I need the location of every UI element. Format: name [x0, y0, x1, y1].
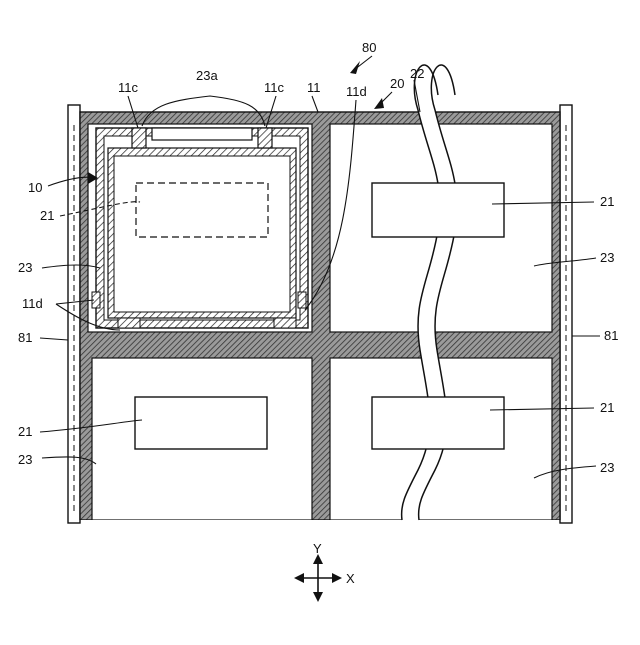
ref-11d-top: 11d — [346, 84, 367, 99]
battery-cross-section — [92, 128, 308, 328]
ref-11: 11 — [307, 80, 321, 95]
ref-21-cell3: 21 — [18, 424, 32, 439]
label-plate-cell2 — [372, 183, 504, 237]
ref-80: 80 — [362, 40, 376, 55]
arrow-left-icon — [294, 573, 304, 583]
ref-11c-left: 11c — [118, 80, 138, 95]
arrow-right-icon — [332, 573, 342, 583]
side-plate-right — [560, 105, 572, 523]
ref-11c-right: 11c — [264, 80, 284, 95]
ref-23-cell2: 23 — [600, 250, 614, 265]
arrow-down-icon — [313, 592, 323, 602]
ref-23a: 23a — [196, 68, 218, 83]
ref-23-cell1: 23 — [18, 260, 32, 275]
label-plate-cell4 — [372, 397, 504, 449]
ref-81-right: 81 — [604, 328, 618, 343]
axis-indicator: Y X — [294, 541, 355, 602]
ref-81-left: 81 — [18, 330, 32, 345]
side-plate-left — [68, 105, 80, 523]
ref-21-cell4: 21 — [600, 400, 614, 415]
ref-23-cell4: 23 — [600, 460, 614, 475]
ref-21-cell2: 21 — [600, 194, 614, 209]
ref-10: 10 — [28, 180, 42, 195]
axis-x-label: X — [346, 571, 355, 586]
ref-23-cell3: 23 — [18, 452, 32, 467]
label-plate-cell3 — [135, 397, 267, 449]
ref-22: 22 — [410, 66, 424, 81]
ref-20: 20 — [390, 76, 404, 91]
ref-21-dashed: 21 — [40, 208, 54, 223]
ref-11d-left: 11d — [22, 296, 43, 311]
axis-y-label: Y — [313, 541, 322, 556]
